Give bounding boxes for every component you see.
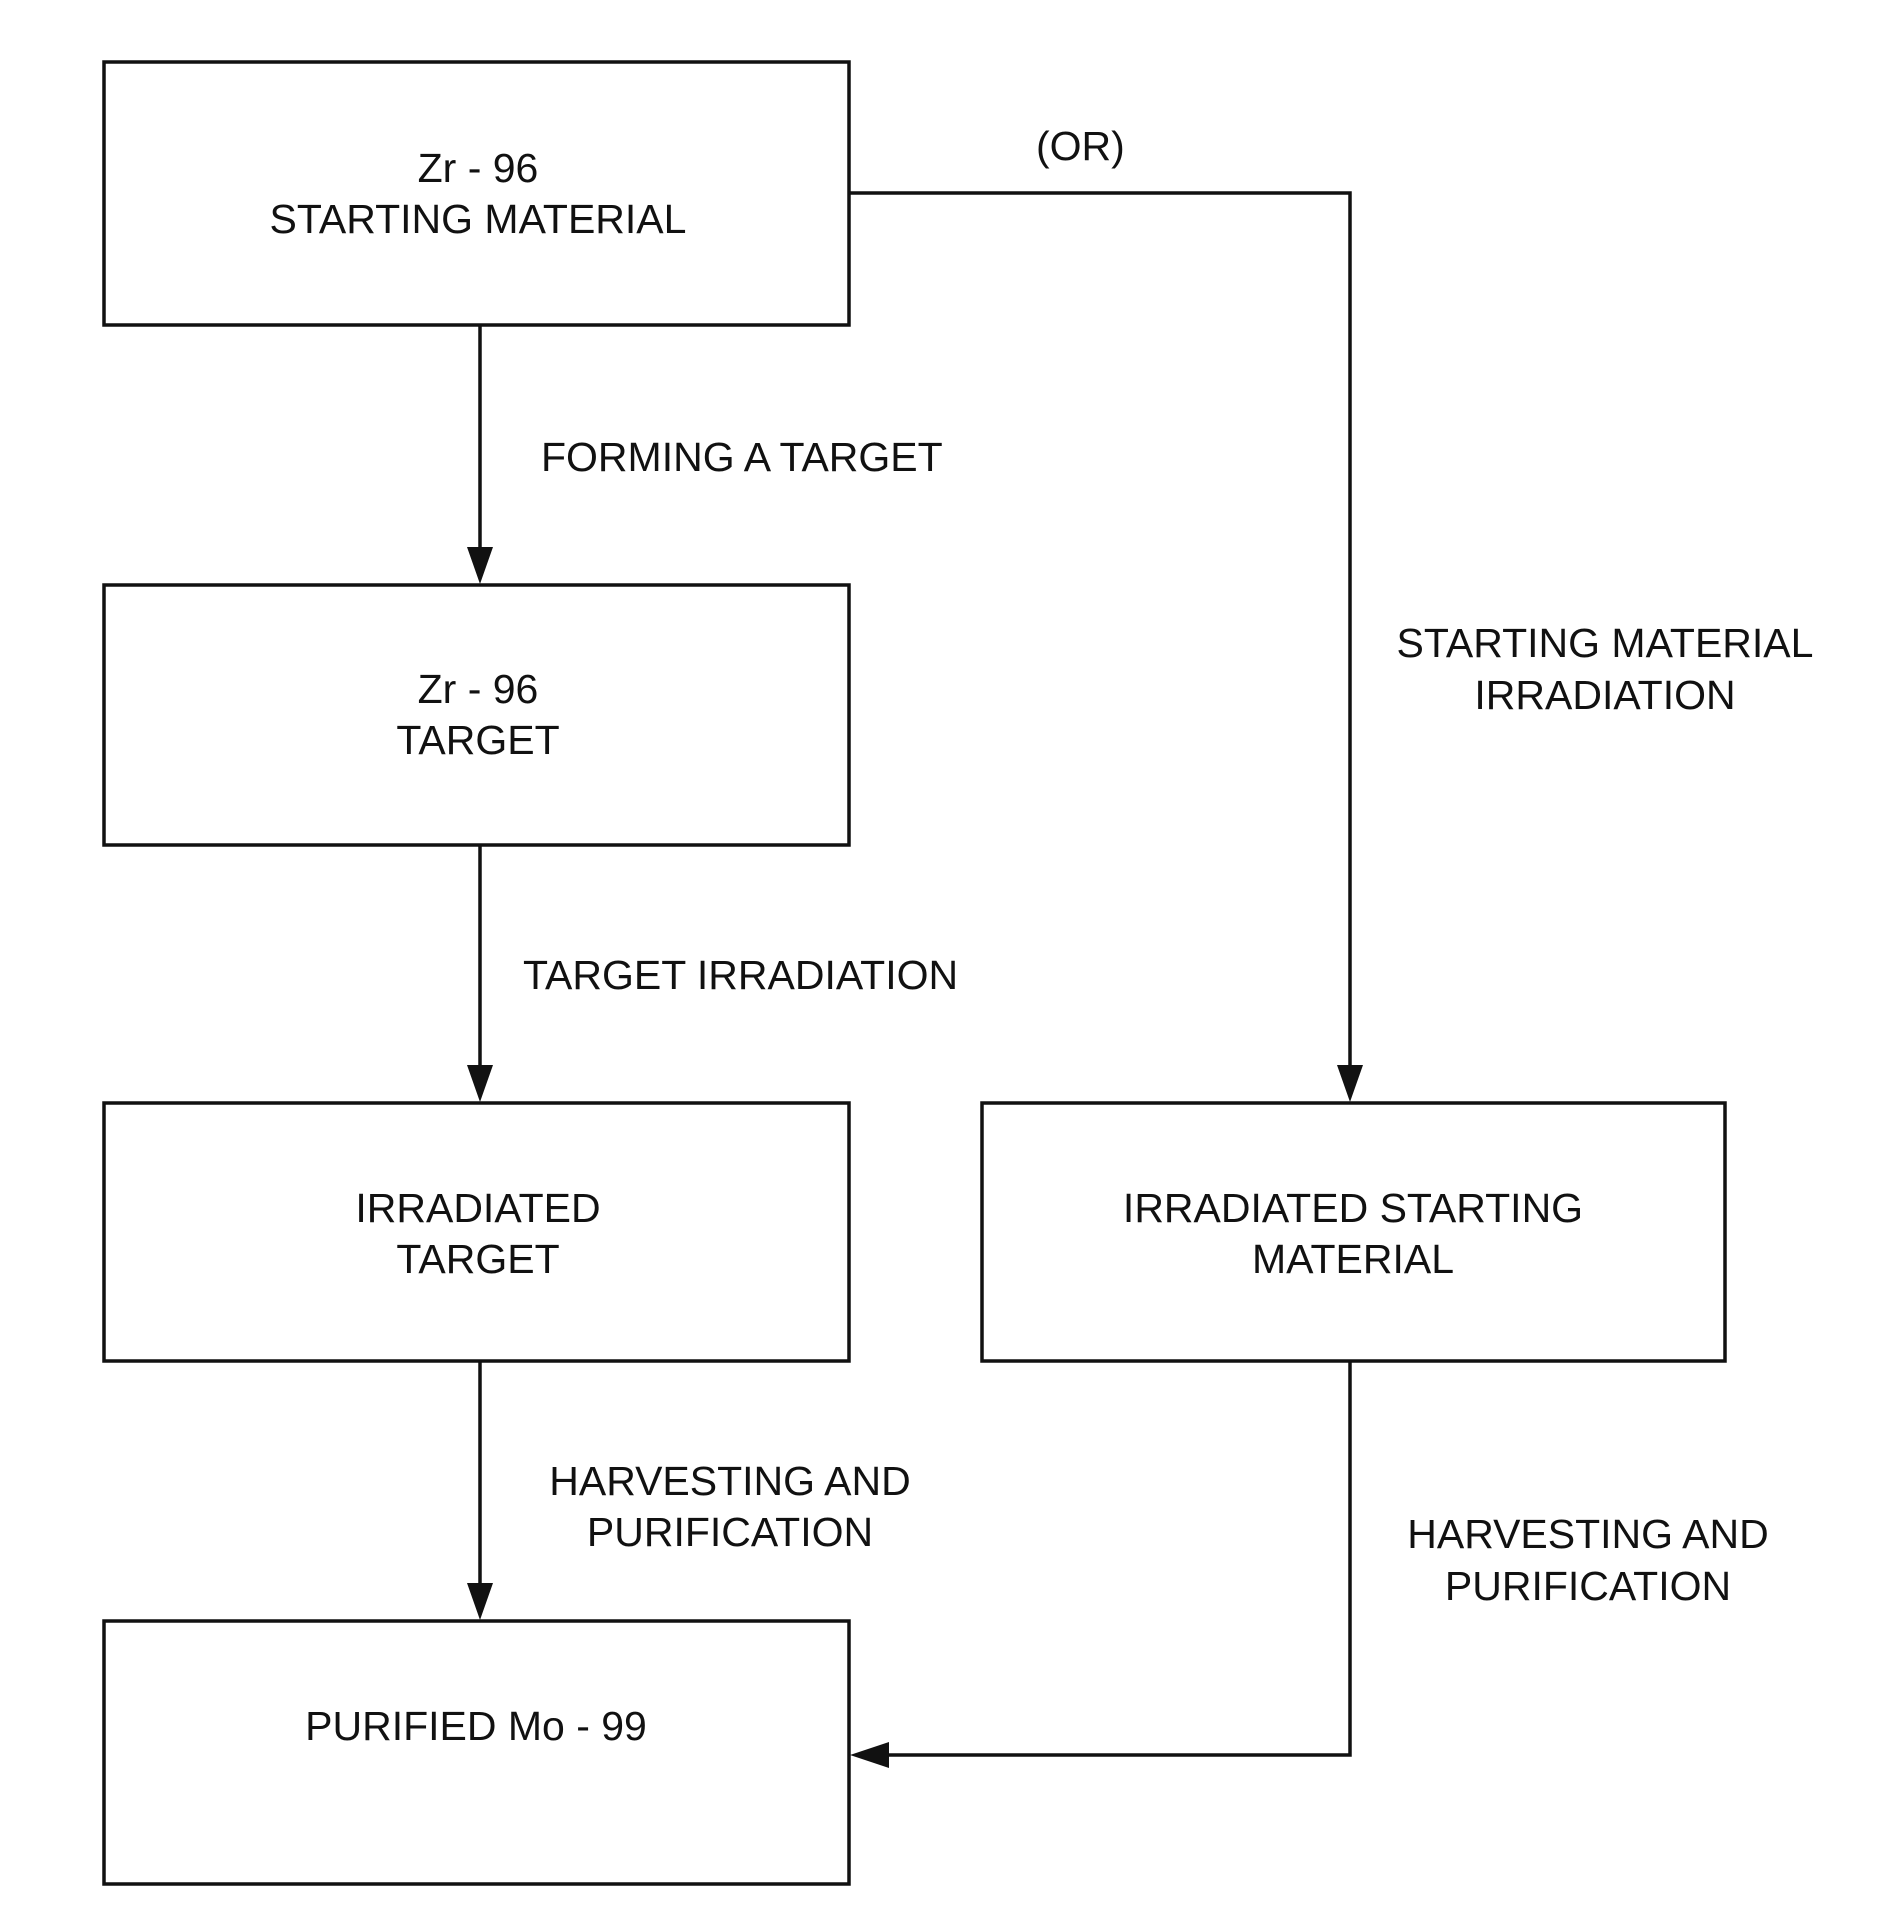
box-start-label-line1: Zr - 96	[418, 145, 539, 191]
box-purified-label: PURIFIED Mo - 99	[305, 1703, 647, 1749]
box-irr-start-label-line1: IRRADIATED STARTING	[1123, 1185, 1583, 1231]
box-irradiated-target	[104, 1103, 849, 1361]
box-irr-start-label-line2: MATERIAL	[1252, 1236, 1454, 1282]
label-or: (OR)	[1036, 123, 1125, 169]
label-starting-material-irradiation-line2: IRRADIATION	[1474, 672, 1735, 718]
box-zr96-starting-material	[104, 62, 849, 325]
arrowhead-forming	[467, 547, 493, 584]
arrowhead-target-irradiation	[467, 1065, 493, 1102]
box-irradiated-starting-material	[982, 1103, 1725, 1361]
label-target-irradiation: TARGET IRRADIATION	[523, 952, 958, 998]
label-harvesting-left-line2: PURIFICATION	[587, 1509, 873, 1555]
box-purified-mo99	[104, 1621, 849, 1884]
label-forming-a-target: FORMING A TARGET	[541, 434, 943, 480]
box-target-label-line2: TARGET	[396, 717, 559, 763]
box-irr-target-label-line1: IRRADIATED	[355, 1185, 600, 1231]
label-harvesting-right-line1: HARVESTING AND	[1407, 1511, 1769, 1557]
arrowhead-harvest-right	[850, 1742, 889, 1768]
label-harvesting-right-line2: PURIFICATION	[1445, 1563, 1731, 1609]
connector-or-branch	[849, 193, 1350, 1068]
connector-harvest-right	[886, 1361, 1350, 1755]
box-target-label-line1: Zr - 96	[418, 666, 539, 712]
box-irr-target-label-line2: TARGET	[396, 1236, 559, 1282]
box-start-label-line2: STARTING MATERIAL	[270, 196, 687, 242]
label-starting-material-irradiation-line1: STARTING MATERIAL	[1397, 620, 1814, 666]
arrowhead-harvest-left	[467, 1583, 493, 1620]
arrowhead-starting-material-irradiation	[1337, 1065, 1363, 1102]
box-zr96-target	[104, 585, 849, 845]
label-harvesting-left-line1: HARVESTING AND	[549, 1458, 911, 1504]
